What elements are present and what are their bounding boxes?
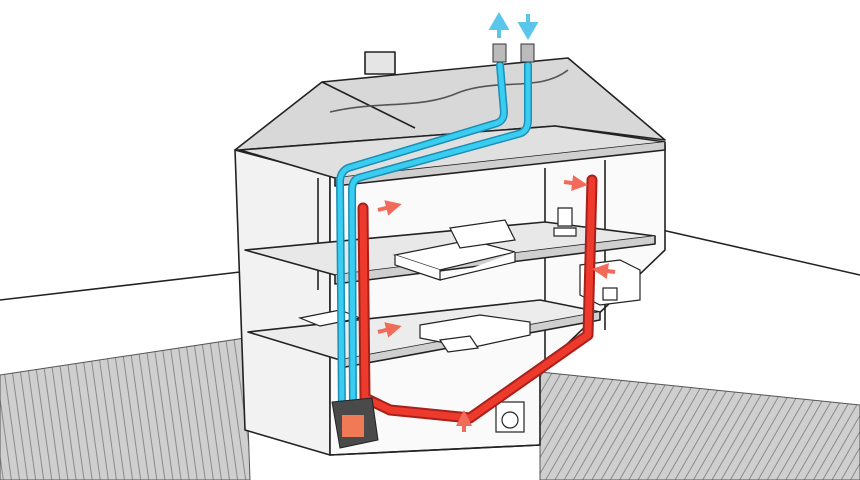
chimney — [364, 51, 396, 75]
furniture — [297, 207, 641, 433]
supply-arrow-icon — [377, 322, 402, 338]
roof-vents — [492, 43, 535, 63]
supply-arrow-icon — [377, 200, 402, 216]
exhaust-air-arrow-icon — [488, 12, 510, 38]
toilet — [553, 207, 577, 237]
mvhr-unit — [331, 397, 379, 449]
right-paved-path — [539, 371, 860, 480]
extract-arrow-icon — [563, 175, 588, 191]
extract-ducts — [357, 174, 598, 424]
ground — [0, 229, 860, 301]
airflow-arrows — [377, 12, 616, 432]
extract-arrow-icon — [592, 263, 616, 279]
supply-ducts — [336, 61, 532, 416]
left-paved-path — [0, 337, 251, 480]
left-wall — [234, 149, 331, 456]
fresh-air-arrow-icon — [517, 14, 539, 40]
